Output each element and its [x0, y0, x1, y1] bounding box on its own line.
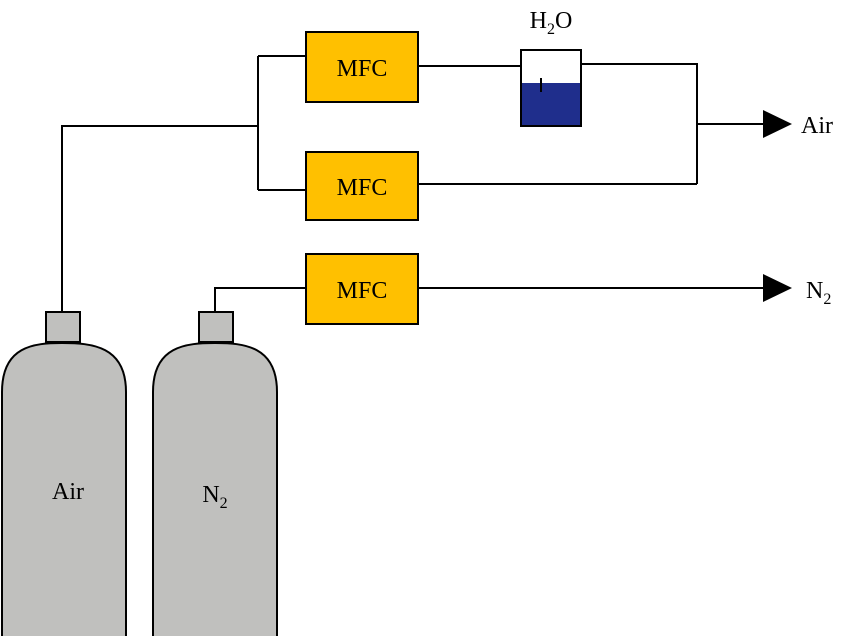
water-bubbler-icon — [520, 49, 582, 127]
arrow-head-icon — [763, 110, 792, 138]
air-cylinder-label: Air — [52, 479, 84, 505]
mfc-air-humid: MFC — [305, 31, 419, 103]
mfc-label: MFC — [337, 278, 388, 304]
air-supply-pipe — [61, 125, 258, 312]
output-nitrogen-label: N2 — [806, 278, 831, 308]
nitrogen-cylinder-valve — [198, 311, 234, 343]
nitrogen-cylinder-label: N2 — [202, 482, 227, 512]
arrow-head-icon — [763, 274, 792, 302]
air-cylinder-valve — [45, 311, 81, 343]
mfc-air-dry: MFC — [305, 151, 419, 221]
nitrogen-supply-pipe — [214, 287, 306, 312]
gas-cylinder-icon: Air — [1, 311, 127, 636]
mfc-label: MFC — [337, 56, 388, 82]
mfc-label: MFC — [337, 175, 388, 201]
mfc-nitrogen: MFC — [305, 253, 419, 325]
bubbler-label: H2O — [530, 8, 573, 38]
output-air-label: Air — [801, 113, 833, 139]
air-cylinder-body — [1, 341, 127, 636]
nitrogen-cylinder-body — [152, 341, 278, 636]
water-level — [522, 83, 580, 125]
gas-cylinder-icon: N2 — [152, 311, 278, 636]
